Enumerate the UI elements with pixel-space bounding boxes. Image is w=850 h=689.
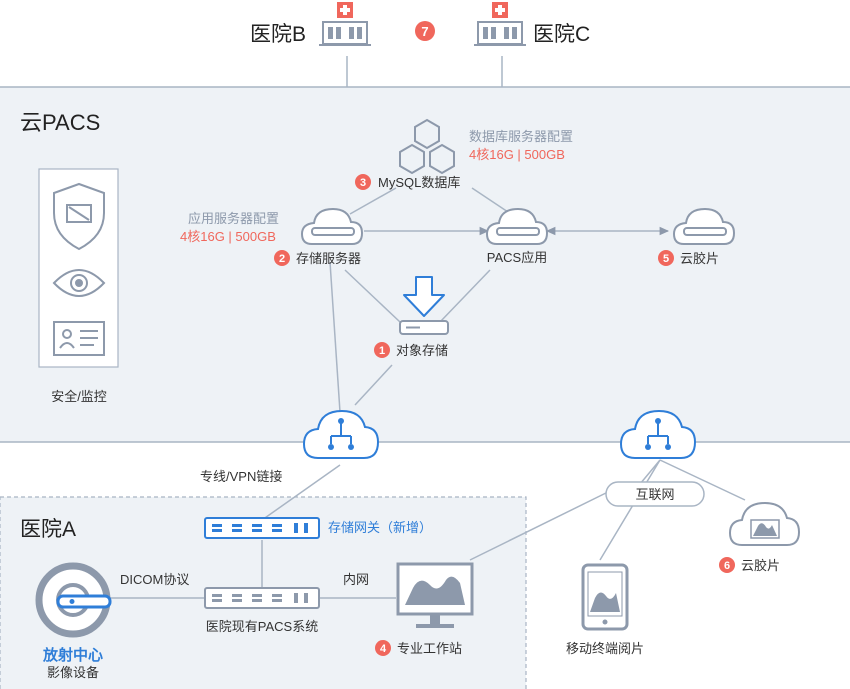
network-cloud-right-icon: [619, 409, 697, 459]
security-panel: [38, 168, 119, 368]
badge-5-number: 5: [663, 253, 669, 265]
existing-pacs-label: 医院现有PACS系统: [206, 619, 318, 634]
radiology-center-label: 放射中心: [42, 646, 103, 664]
workstation-monitor-icon: [396, 562, 474, 628]
cloud-film-cloud-icon: [672, 207, 736, 245]
badge-2: [274, 250, 290, 266]
db-config-title: 数据库服务器配置: [469, 129, 573, 144]
mysql-label: MySQL数据库: [378, 175, 460, 190]
cloud-film-external-label: 云胶片: [741, 558, 780, 573]
badge-1-number: 1: [379, 345, 385, 357]
app-config-title: 应用服务器配置: [188, 211, 279, 226]
badge-5: [658, 250, 674, 266]
badge-3-number: 3: [360, 177, 366, 189]
internet-pill: [605, 481, 705, 507]
badge-2-number: 2: [279, 253, 285, 265]
connection-lines: [110, 56, 746, 599]
cloud-film-image-icon: [728, 501, 801, 546]
badge-6: [719, 557, 735, 573]
dicom-label: DICOM协议: [120, 572, 189, 587]
security-label: 安全/监控: [51, 389, 107, 404]
internet-label: 互联网: [635, 487, 674, 502]
badge-1: [374, 342, 390, 358]
network-cloud-left-icon: [302, 409, 380, 459]
intranet-label: 内网: [343, 572, 369, 587]
hospital-c-label: 医院C: [533, 23, 590, 46]
badge-4-number: 4: [380, 643, 387, 655]
hexagon-cluster-icon: [399, 118, 455, 175]
hospital-a-title: 医院A: [20, 518, 76, 541]
pacs-app-label: PACS应用: [487, 250, 547, 265]
imaging-device-label: 影像设备: [47, 665, 99, 680]
cloud-pacs-band: [0, 87, 850, 442]
badge-4: [375, 640, 391, 656]
existing-pacs-rack-icon: [204, 587, 320, 609]
storage-gateway-icon: [204, 517, 320, 539]
vpn-link-label: 专线/VPN链接: [200, 469, 282, 484]
download-arrow-icon: [403, 276, 445, 317]
object-storage-label: 对象存储: [396, 343, 448, 358]
mobile-device-icon: [581, 563, 629, 631]
mobile-reading-label: 移动终端阅片: [566, 641, 644, 656]
hospital-b-icon: [319, 2, 371, 46]
workstation-label: 专业工作站: [397, 641, 462, 656]
shield-icon: [53, 182, 105, 251]
storage-gateway-label: 存储网关（新增）: [328, 520, 432, 535]
badge-6-number: 6: [724, 560, 730, 572]
badge-7-number: 7: [421, 24, 428, 39]
pacs-app-cloud-icon: [485, 207, 549, 245]
eye-icon: [52, 269, 106, 297]
cloud-pacs-title: 云PACS: [20, 110, 100, 135]
ct-scanner-icon: [35, 562, 112, 638]
db-config-spec: 4核16G | 500GB: [469, 147, 565, 162]
cloud-film-label: 云胶片: [680, 251, 719, 266]
app-config-spec: 4核16G | 500GB: [180, 229, 276, 244]
hospital-c-icon: [474, 2, 526, 46]
object-storage-drive-icon: [399, 320, 449, 335]
storage-server-cloud-icon: [300, 207, 364, 245]
hospital-b-label: 医院B: [250, 23, 306, 46]
storage-server-label: 存储服务器: [296, 251, 361, 266]
badge-3: [355, 174, 371, 190]
id-card-icon: [53, 321, 105, 356]
badge-7: [415, 21, 435, 41]
